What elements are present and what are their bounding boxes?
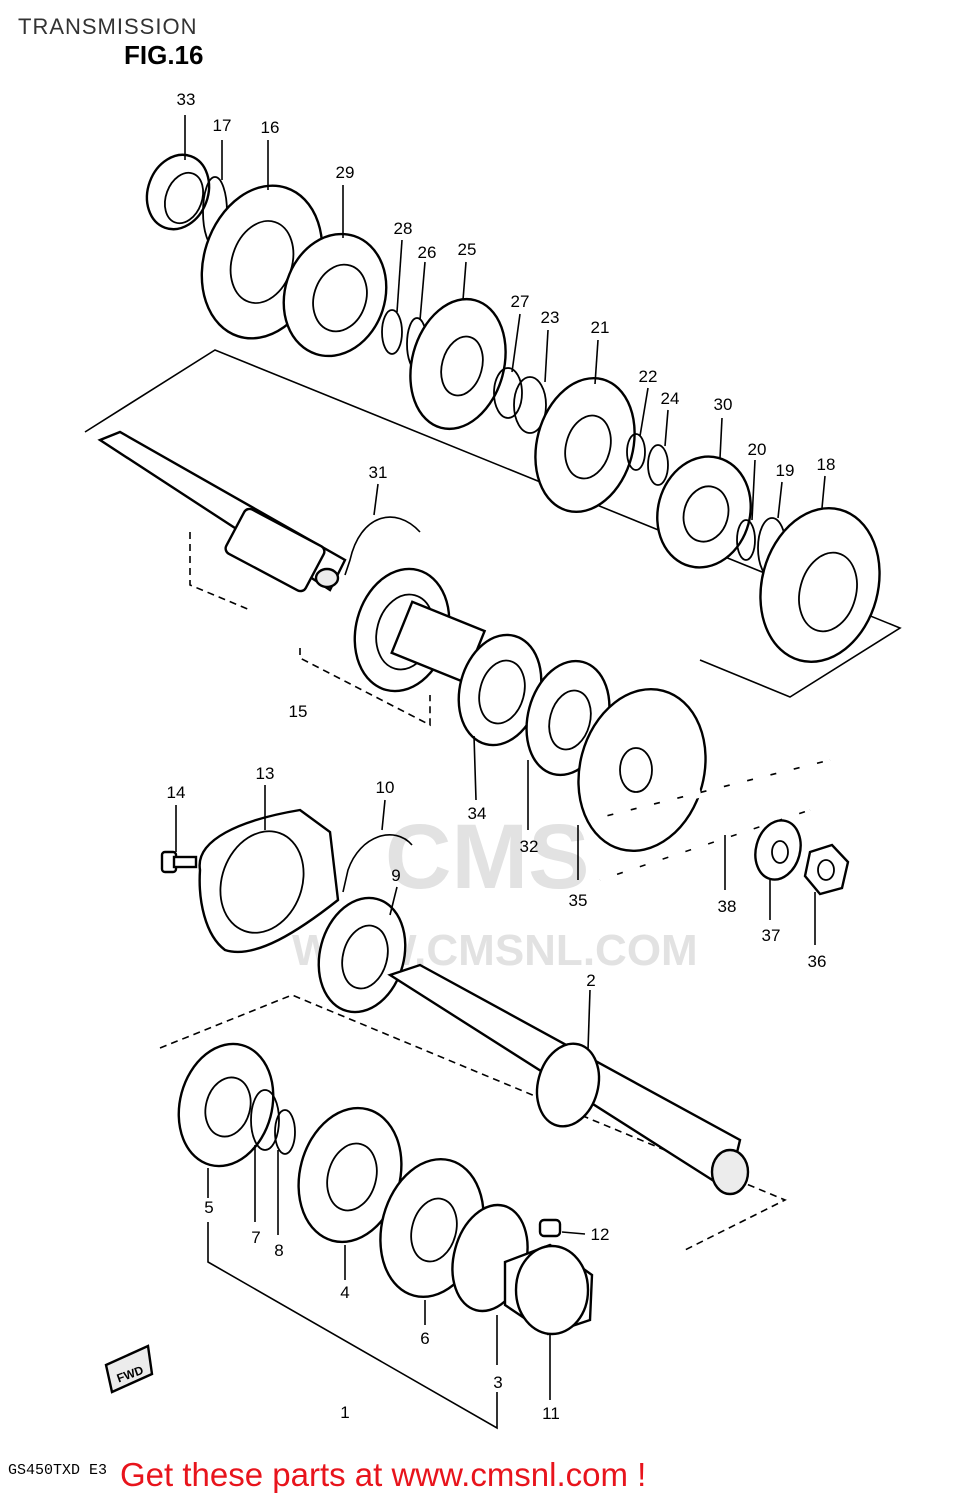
callout-35: 35 <box>569 891 588 910</box>
callout-7: 7 <box>251 1228 260 1247</box>
bearing-11 <box>503 1243 594 1336</box>
callout-29: 29 <box>336 163 355 182</box>
callout-31: 31 <box>369 463 388 482</box>
callout-36: 36 <box>808 952 827 971</box>
countershaft-group-frame <box>84 349 902 698</box>
callout-4: 4 <box>340 1283 349 1302</box>
callout-1: 1 <box>340 1403 349 1422</box>
callout-13: 13 <box>256 764 275 783</box>
figure-number: FIG.16 <box>124 40 204 70</box>
callout-14: 14 <box>167 783 186 802</box>
callout-8: 8 <box>274 1241 283 1260</box>
sprocket-35 <box>577 687 707 853</box>
circlip-22 <box>626 433 646 471</box>
callout-32: 32 <box>520 837 539 856</box>
callout-2: 2 <box>586 971 595 990</box>
model-code: GS450TXD E3 <box>8 1462 108 1479</box>
callout-9: 9 <box>391 866 400 885</box>
group-15-bracket <box>299 648 431 727</box>
gear-18 <box>759 506 881 664</box>
circlip-8 <box>274 1109 296 1155</box>
callout-26: 26 <box>418 243 437 262</box>
bolt-14 <box>160 850 198 874</box>
washer-23 <box>513 376 547 434</box>
fwd-arrow-icon: FWD <box>104 1344 154 1394</box>
callout-18: 18 <box>817 455 836 474</box>
lock-washer-37 <box>754 819 802 881</box>
callout-11: 11 <box>542 1404 560 1423</box>
callout-23: 23 <box>541 308 560 327</box>
seal-34 <box>457 633 543 747</box>
callout-17: 17 <box>213 116 232 135</box>
bearing-15 <box>353 567 487 693</box>
callout-25: 25 <box>458 240 477 259</box>
callout-19: 19 <box>776 461 795 480</box>
callout-3: 3 <box>493 1373 502 1392</box>
callout-38: 38 <box>718 897 737 916</box>
shaft-15-leader <box>189 532 251 611</box>
gear-29 <box>282 232 388 358</box>
driveshaft-2 <box>387 963 750 1196</box>
circlip-10 <box>342 834 413 893</box>
callout-33: 33 <box>177 90 196 109</box>
callout-5: 5 <box>204 1198 213 1217</box>
nut-36 <box>803 843 850 896</box>
plate-13 <box>198 808 340 954</box>
circlip-28 <box>381 309 403 355</box>
gear-25 <box>409 297 507 431</box>
group-1-bracket <box>207 1222 498 1430</box>
washer-24 <box>647 444 669 486</box>
parts-banner[interactable]: Get these parts at www.cmsnl.com ! <box>120 1456 647 1493</box>
pin-12 <box>538 1218 562 1238</box>
washer-27 <box>493 367 523 419</box>
gear-5 <box>177 1042 275 1168</box>
callout-numbers: 33 17 16 29 28 26 25 27 23 21 22 24 30 2… <box>167 90 836 1423</box>
callout-12: 12 <box>591 1225 610 1244</box>
callout-30: 30 <box>714 395 733 414</box>
callout-34: 34 <box>468 804 487 823</box>
callout-21: 21 <box>591 318 610 337</box>
leader-lines <box>175 115 826 1400</box>
callout-20: 20 <box>748 440 767 459</box>
gear-30 <box>656 455 752 569</box>
watermark-brand: CMS <box>385 806 590 908</box>
callout-24: 24 <box>661 389 680 408</box>
callout-16: 16 <box>261 118 280 137</box>
bearing-33 <box>145 153 211 231</box>
circlip-20 <box>736 519 756 561</box>
circlip-31 <box>344 516 421 576</box>
bearing-9 <box>317 896 407 1014</box>
callout-28: 28 <box>394 219 413 238</box>
washer-7 <box>250 1089 280 1151</box>
callout-27: 27 <box>511 292 530 311</box>
callout-37: 37 <box>762 926 781 945</box>
countershaft <box>97 430 347 593</box>
callout-10: 10 <box>376 778 395 797</box>
callout-6: 6 <box>420 1329 429 1348</box>
callout-15: 15 <box>289 702 308 721</box>
page-title: TRANSMISSION <box>18 14 198 39</box>
callout-22: 22 <box>639 367 658 386</box>
gear-21 <box>534 376 636 514</box>
